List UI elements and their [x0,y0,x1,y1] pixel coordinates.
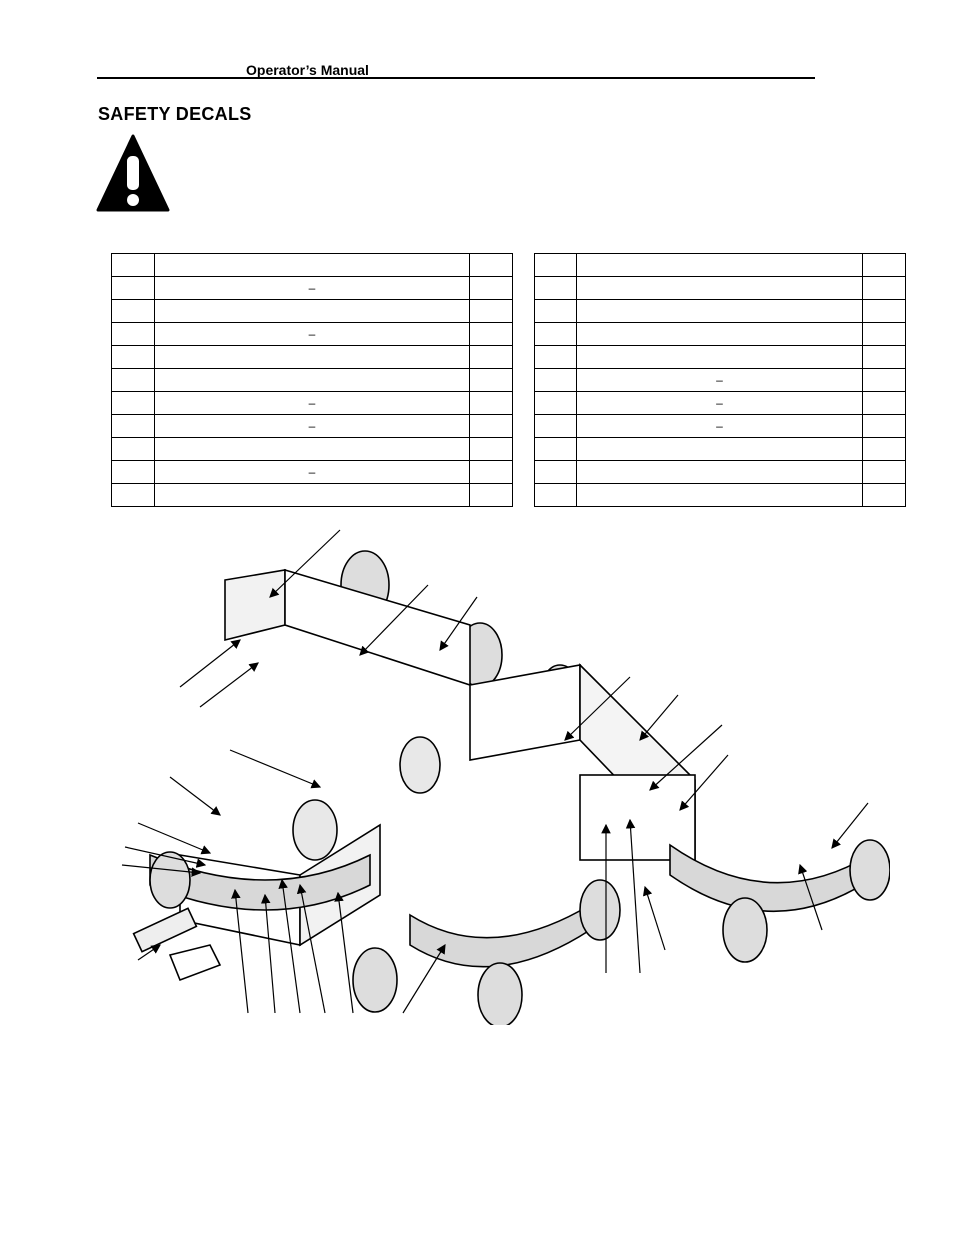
section-title: SAFETY DECALS [98,104,252,124]
decal-table-row [534,276,906,300]
decal-cell-qty [862,276,906,300]
decal-table-row: – [534,391,906,415]
decal-cell-num [534,299,577,323]
decal-cell-qty [862,345,906,369]
decal-table-row [534,299,906,323]
decal-table-right: ––– [534,253,906,507]
decal-cell-num [534,414,577,438]
decal-table-row [534,322,906,346]
decal-cell-num [534,345,577,369]
decal-cell-qty [862,437,906,461]
decal-cell-desc: – [154,391,470,415]
decal-cell-qty [469,368,513,392]
decal-table-left: ––––– [111,253,513,507]
decal-cell-qty [862,322,906,346]
decal-cell-desc [576,483,863,507]
decal-cell-desc [576,460,863,484]
decal-cell-qty [469,460,513,484]
decal-table-row: – [111,391,513,415]
decal-cell-desc: – [154,322,470,346]
decal-cell-desc [154,368,470,392]
decal-cell-qty [469,253,513,277]
decal-cell-desc [154,483,470,507]
decal-cell-desc [576,345,863,369]
decal-table-row [111,368,513,392]
decal-cell-desc: – [576,414,863,438]
decal-cell-qty [862,391,906,415]
decal-cell-qty [862,368,906,392]
decal-cell-desc: – [576,391,863,415]
decal-cell-desc [576,299,863,323]
decal-table-row [111,253,513,277]
decal-cell-desc: – [576,368,863,392]
decal-table-row: – [111,414,513,438]
decal-cell-num [534,391,577,415]
decal-table-row [111,483,513,507]
decal-cell-num [111,322,155,346]
decal-cell-desc [154,299,470,323]
decal-table-row: – [534,368,906,392]
decal-cell-desc [576,253,863,277]
decal-cell-num [111,414,155,438]
decal-cell-desc [154,345,470,369]
decal-cell-num [534,460,577,484]
decal-cell-num [534,483,577,507]
decal-cell-desc [576,437,863,461]
decal-table-row [534,345,906,369]
decal-table-row: – [111,322,513,346]
decal-cell-num [111,299,155,323]
decal-cell-qty [469,322,513,346]
decal-cell-desc: – [154,276,470,300]
decal-cell-num [534,368,577,392]
decal-cell-num [111,253,155,277]
decal-cell-num [111,345,155,369]
decal-cell-num [534,276,577,300]
decal-table-row: – [534,414,906,438]
header-rule [97,77,815,79]
decal-cell-num [111,368,155,392]
decal-table-row [534,460,906,484]
decal-cell-num [111,460,155,484]
decal-table-row [111,437,513,461]
decal-cell-desc: – [154,460,470,484]
decal-table-row [534,253,906,277]
decal-cell-num [534,322,577,346]
decal-cell-desc [154,437,470,461]
decal-cell-num [111,391,155,415]
decal-cell-qty [862,253,906,277]
decal-cell-num [111,276,155,300]
decal-cell-qty [469,437,513,461]
decal-cell-num [534,253,577,277]
decal-cell-num [111,437,155,461]
decal-cell-desc [576,276,863,300]
decal-cell-num [111,483,155,507]
decal-cell-desc [154,253,470,277]
decal-table-row [111,345,513,369]
decal-cell-qty [469,345,513,369]
decal-cell-qty [469,299,513,323]
decal-cell-qty [469,276,513,300]
decal-table-right-body: ––– [534,253,906,507]
decal-cell-qty [862,483,906,507]
decal-cell-desc: – [154,414,470,438]
decal-table-row [534,483,906,507]
decal-table-row [111,299,513,323]
decal-cell-qty [862,299,906,323]
warning-triangle-icon [96,134,170,212]
decal-cell-qty [469,414,513,438]
decal-cell-qty [469,483,513,507]
decal-cell-desc [576,322,863,346]
decal-cell-qty [862,460,906,484]
decal-cell-qty [862,414,906,438]
decal-cell-num [534,437,577,461]
decal-cell-qty [469,391,513,415]
mower-decal-location-illustration [121,529,890,1025]
decal-table-row: – [111,276,513,300]
decal-table-left-body: ––––– [111,253,513,507]
decal-table-row [534,437,906,461]
decal-table-row: – [111,460,513,484]
manual-header-title: Operator’s Manual [246,62,369,78]
